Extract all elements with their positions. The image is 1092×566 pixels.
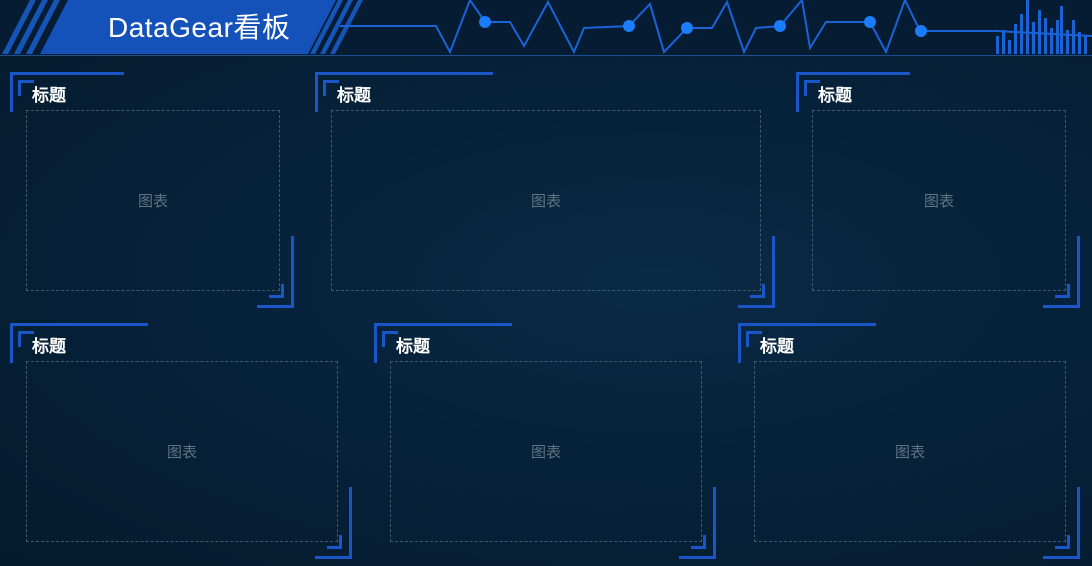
chart-placeholder: 图表 [754, 361, 1066, 542]
chart-placeholder: 图表 [26, 110, 280, 291]
panel-corner-bottom-right [738, 236, 775, 308]
panel-4: 标题 图表 [10, 323, 355, 559]
panel-corner-bottom-right [257, 236, 294, 308]
chart-placeholder-label: 图表 [530, 444, 561, 461]
panel-title: 标题 [396, 337, 430, 356]
panel-3: 标题 图表 [796, 72, 1083, 308]
chart-placeholder: 图表 [331, 110, 761, 291]
chart-placeholder-label: 图表 [166, 444, 197, 461]
chart-placeholder-label: 图表 [923, 193, 954, 210]
panel-title: 标题 [337, 86, 371, 105]
panel-corner-bottom-right [679, 487, 716, 559]
panel-title: 标题 [32, 337, 66, 356]
chart-placeholder: 图表 [390, 361, 702, 542]
header-decoration [2, 0, 1092, 55]
panel-2: 标题 图表 [315, 72, 778, 308]
chart-placeholder-label: 图表 [894, 444, 925, 461]
chart-placeholder: 图表 [26, 361, 338, 542]
panel-1: 标题 图表 [10, 72, 297, 308]
panel-6: 标题 图表 [738, 323, 1083, 559]
panel-corner-top-left [738, 323, 876, 363]
panel-corner-bottom-right [1043, 487, 1080, 559]
panel-corner-top-left [374, 323, 512, 363]
chart-placeholder-label: 图表 [137, 193, 168, 210]
panel-corner-top-left [315, 72, 493, 112]
panel-corner-top-left [796, 72, 910, 112]
dashboard-header: DataGear看板 [0, 0, 1092, 56]
panel-corner-bottom-right [315, 487, 352, 559]
panel-title: 标题 [760, 337, 794, 356]
chart-placeholder-label: 图表 [530, 193, 561, 210]
dashboard-title: DataGear看板 [108, 12, 291, 43]
panel-corner-bottom-right [1043, 236, 1080, 308]
panel-corner-top-left [10, 323, 148, 363]
panel-title: 标题 [818, 86, 852, 105]
panel-corner-top-left [10, 72, 124, 112]
chart-placeholder: 图表 [812, 110, 1066, 291]
panel-5: 标题 图表 [374, 323, 719, 559]
panel-title: 标题 [32, 86, 66, 105]
